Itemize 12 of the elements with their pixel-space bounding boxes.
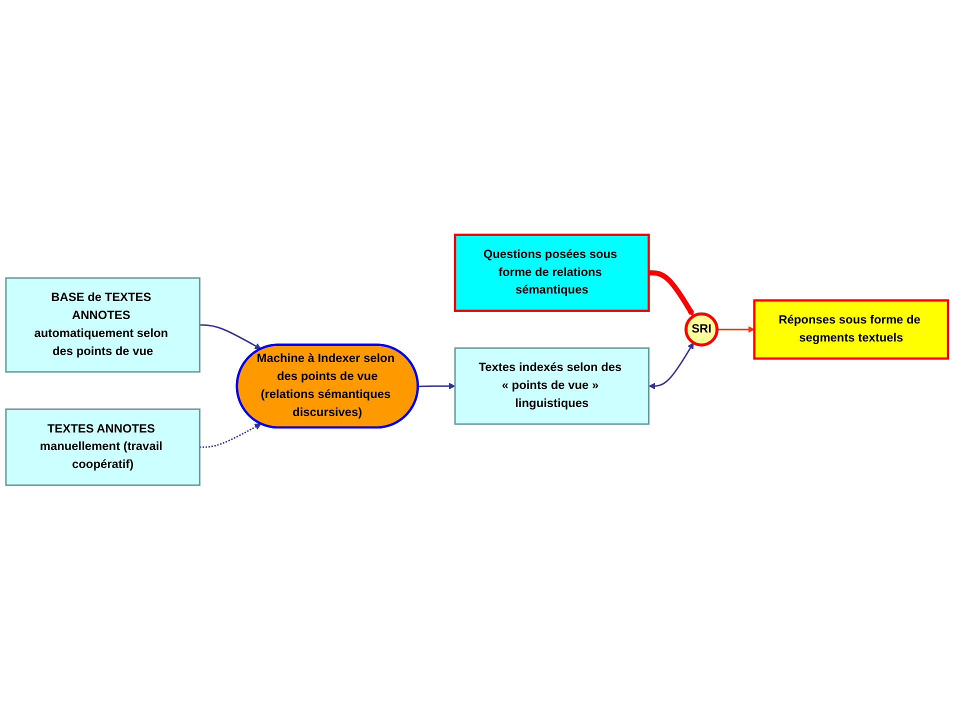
arrow: [418, 382, 456, 390]
node-box: TEXTES ANNOTES manuellement (travail coopératif): [5, 408, 200, 486]
node-box: BASE de TEXTES ANNOTES automatiquement selon des points de vue: [5, 277, 200, 373]
node-circle: SRI: [684, 312, 719, 346]
node-box: Textes indexés selon des « points de vue » linguistiques: [454, 347, 650, 425]
arrow: [717, 326, 755, 333]
node-box: Réponses sous forme de segments textuels: [753, 299, 950, 360]
node-box: Questions posées sous forme de relations sémantiques: [454, 234, 650, 312]
arrow: [200, 324, 262, 350]
arrow: [200, 424, 262, 448]
arrow: [648, 342, 694, 390]
arrow: [648, 270, 694, 316]
